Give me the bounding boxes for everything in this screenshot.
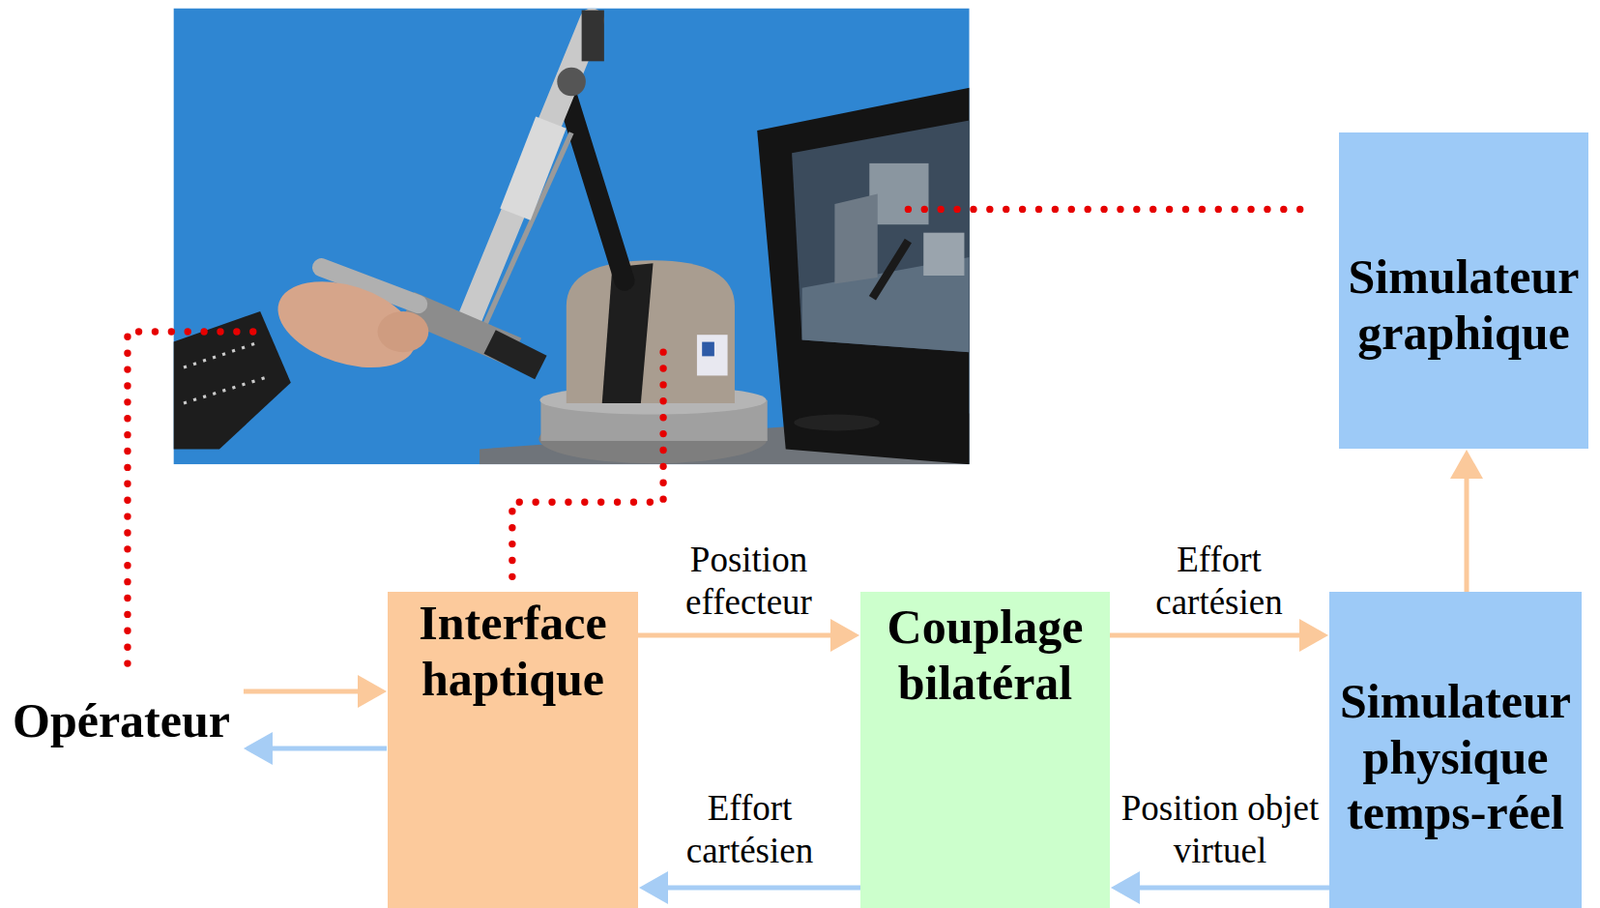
arrow-head: [1450, 449, 1484, 479]
robot-tower: [566, 260, 735, 404]
gripper-jaw: [894, 808, 907, 856]
edge-label-box: Position effecteur: [652, 538, 846, 625]
node-label: Simulateur physique temps-réel: [1335, 673, 1576, 842]
virtual-block: [923, 232, 964, 276]
arrow-head: [243, 731, 273, 765]
flow-arrow: [1109, 618, 1329, 652]
icon-background: [882, 785, 1082, 870]
icon-arm: [475, 727, 489, 832]
photo-background: [173, 7, 969, 465]
gripper-block: [952, 796, 1020, 820]
actor-label: Opérateur: [12, 693, 231, 750]
dotted-leader: [907, 205, 1311, 213]
gripper-slot: [978, 802, 992, 812]
dotted-leader: [512, 347, 664, 577]
arrow-head: [639, 871, 669, 904]
icon-background: [438, 714, 577, 899]
gripper-teeth: [910, 827, 1056, 855]
edge-label-box: Effort cartésien: [1122, 538, 1316, 625]
arrow-shaft: [667, 885, 861, 891]
edge-label: Effort cartésien: [1122, 538, 1316, 625]
flow-arrow: [243, 674, 387, 708]
arrow-head: [1110, 871, 1140, 904]
edge-label: Position effecteur: [652, 538, 846, 625]
process-box: Simulateur graphique: [1338, 132, 1589, 449]
icon-tower: [462, 821, 523, 875]
monitor: [756, 87, 970, 465]
node-label: Couplage bilatéral: [866, 599, 1105, 711]
flow-arrow: [639, 871, 861, 904]
edge-label: Position objet virtuel: [1115, 786, 1325, 873]
robot-joint: [515, 122, 552, 215]
flow-arrow: [243, 731, 387, 765]
icon-handle: [526, 816, 537, 851]
process-box: Simulateur physique temps-réel: [1329, 591, 1582, 908]
haptic-device-icon: [438, 714, 577, 899]
arrow-shaft: [638, 633, 832, 639]
arrow-shaft: [1138, 885, 1330, 891]
process-box: Couplage bilatéral: [860, 591, 1110, 908]
arrow-shaft: [243, 689, 359, 695]
icon-rod: [481, 744, 527, 817]
photo: [173, 7, 969, 465]
dotted-leader: [127, 331, 265, 664]
flow-arrow: [1110, 871, 1330, 904]
edge-label-box: Position objet virtuel: [1115, 786, 1325, 873]
robot-joint: [556, 67, 586, 97]
icon-tip: [469, 720, 482, 738]
virtual-block: [834, 194, 877, 285]
hand-fingers: [378, 311, 430, 352]
arrow-head: [830, 618, 860, 652]
process-box: Interface haptique: [387, 591, 639, 908]
robot-sticker: [697, 334, 728, 376]
flow-arrow: [638, 618, 860, 652]
gripper-teeth-gaps: [910, 839, 1056, 855]
arrow-head: [357, 674, 387, 708]
robot-gripper: [490, 342, 542, 368]
robot-link: [567, 96, 625, 281]
edge-label: Effort cartésien: [653, 786, 847, 873]
sleeve-pattern: [183, 378, 265, 404]
edge-label-box: Effort cartésien: [653, 786, 847, 873]
virtual-peg: [872, 240, 908, 298]
node-label: Interface haptique: [393, 595, 633, 707]
robot-sticker-logo: [701, 342, 715, 357]
flow-arrow: [1450, 449, 1484, 592]
monitor-stand: [793, 414, 880, 432]
icon-link: [502, 792, 530, 832]
icon-base: [449, 863, 556, 887]
icon-disc: [466, 829, 506, 869]
arrow-shaft: [271, 746, 387, 752]
arrow-shaft: [1464, 477, 1470, 592]
robot-tip: [581, 10, 605, 62]
sleeve-pattern: [183, 342, 261, 368]
arrow-shaft: [1109, 633, 1301, 639]
gripper-jaw: [1058, 808, 1072, 856]
gripper-icon: [882, 785, 1082, 870]
node-label: Simulateur graphique: [1344, 249, 1583, 361]
virtual-block: [869, 163, 929, 225]
monitor-screen: [791, 120, 970, 353]
arrow-head: [1299, 618, 1329, 652]
node-label: Opérateur: [12, 693, 231, 750]
robot-arm: [464, 20, 592, 332]
gripper-bar: [894, 808, 1072, 824]
